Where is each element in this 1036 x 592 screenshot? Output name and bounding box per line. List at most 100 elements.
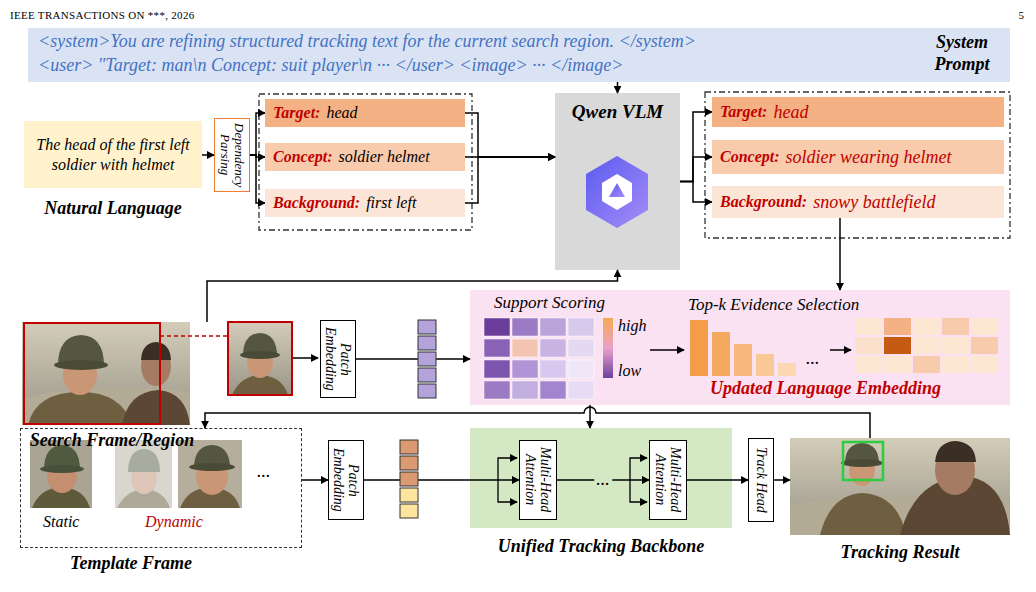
support-score-grid-part <box>568 360 594 378</box>
updated-embedding-map-part <box>884 337 911 354</box>
connector <box>207 270 618 322</box>
process-box: Multi-Head Attention <box>519 440 557 520</box>
node-text: The head of the first left soldier with … <box>31 135 195 173</box>
updated-embedding-map <box>855 318 998 373</box>
node-text: Patch Embedding <box>331 444 362 516</box>
text-slot: Dynamic <box>145 513 203 531</box>
input-box: The head of the first left soldier with … <box>24 121 202 188</box>
result-figure: Tracking Result <box>790 438 1010 566</box>
node-text: Target: <box>273 104 320 122</box>
process-box: Patch Embedding <box>320 320 356 398</box>
text-slot: Template Frame <box>41 553 221 574</box>
color-bar-part <box>603 318 613 378</box>
connector <box>680 182 712 203</box>
updated-embedding-map-part <box>942 318 969 335</box>
node-text: Target: <box>720 103 767 121</box>
connector <box>364 479 519 481</box>
support-score-grid-part <box>512 339 538 357</box>
search-photo-part <box>160 335 228 337</box>
support-score-grid-part <box>568 318 594 336</box>
connector <box>302 479 328 481</box>
text-slot: Top-k Evidence Selection <box>688 295 859 315</box>
template-tokens-part <box>400 488 418 502</box>
search-tokens-part <box>418 352 436 366</box>
updated-embedding-map-part <box>913 318 940 335</box>
support-score-grid-part <box>484 318 510 336</box>
text-slot: ... <box>806 348 820 369</box>
parsed-field: Target: head <box>265 99 465 127</box>
connector <box>250 155 265 203</box>
updated-embedding-map-part <box>971 356 998 373</box>
text-slot: System Prompt <box>920 32 1004 75</box>
refined-field: Concept:soldier wearing helmet <box>712 140 1004 174</box>
node-text: Static <box>43 513 79 531</box>
updated-embedding-map-part <box>942 356 969 373</box>
template-photos-part <box>30 440 92 508</box>
text-slot: ... <box>594 470 612 489</box>
text-slot: high <box>618 317 646 335</box>
connector <box>356 358 470 360</box>
updated-embedding-map-part <box>971 318 998 335</box>
node-fill <box>470 290 1010 405</box>
node-text: <system>You are refining structured trac… <box>38 31 696 52</box>
node-fill <box>555 93 680 270</box>
node-text: head <box>326 104 357 122</box>
qwen-logo-part <box>586 156 648 228</box>
search-photo-part <box>122 390 190 425</box>
evidence-bars-part <box>712 332 730 376</box>
template-photos-part-part <box>115 440 172 508</box>
support-score-grid-part <box>512 360 538 378</box>
node-text: soldier wearing helmet <box>786 147 952 168</box>
node-text: Qwen VLM <box>572 101 663 123</box>
color-bar <box>603 318 684 378</box>
selection-panel: Support ScoringhighlowTop-k Evidence Sel… <box>470 290 1010 405</box>
search-photo-part <box>22 387 190 425</box>
node-text: Concept: <box>273 148 333 166</box>
process-box: Multi-Head Attention <box>649 440 687 520</box>
text-slot: Static <box>43 513 79 531</box>
backbone-branches-part <box>498 480 517 502</box>
connector <box>617 82 619 93</box>
process-box: Dependency Parsing <box>214 118 250 192</box>
text-slot: Tracking Result <box>790 542 1010 563</box>
connector <box>774 479 790 481</box>
evidence-bars-part <box>830 349 851 351</box>
support-score-grid-part <box>568 381 594 399</box>
search-photo-part <box>22 322 190 425</box>
parsed-field: Concept:soldier helmet <box>265 143 465 171</box>
node-text: Multi-Head Attention <box>523 444 554 516</box>
text-slot: low <box>618 362 641 380</box>
process-box: Patch Embedding <box>328 440 364 520</box>
node-text: first left <box>366 194 416 212</box>
node-text: snowy battlefield <box>813 192 935 213</box>
evidence-bars <box>690 320 851 376</box>
heading-text: Natural Language <box>44 198 182 219</box>
text-slot: Updated Language Embedding <box>710 378 941 399</box>
node-text: Patch Embedding <box>323 324 354 394</box>
template-photos-part <box>115 440 172 508</box>
result-photo <box>790 438 1010 535</box>
text-slot: Qwen VLM <box>555 101 680 123</box>
text-slot: Natural Language <box>4 198 222 219</box>
support-score-grid-part <box>568 339 594 357</box>
text-slot: <system>You are refining structured trac… <box>38 31 696 52</box>
result-photo-part <box>841 459 883 467</box>
node-text: Updated Language Embedding <box>710 378 941 399</box>
support-score-grid-part <box>484 339 510 357</box>
header-label: 5 <box>1019 9 1025 21</box>
model-box: Qwen VLM <box>555 93 680 270</box>
result-photo-part <box>790 438 1010 535</box>
evidence-bars-part <box>756 354 774 376</box>
support-score-grid-part <box>512 318 538 336</box>
node-text: Track Head <box>753 442 768 518</box>
template-tokens-part <box>400 440 418 454</box>
search-crop <box>228 322 318 395</box>
updated-embedding-map-part <box>913 337 940 354</box>
header-label: IEEE TRANSACTIONS ON ***, 2026 <box>10 9 195 21</box>
qwen-logo-part <box>609 183 625 197</box>
parsed-field: Background:first left <box>265 189 465 217</box>
text-slot: Unified Tracking Backbone <box>460 536 742 557</box>
process-box: Track Head <box>748 438 774 522</box>
node-text: Search Frame/Region <box>30 430 195 451</box>
result-photo-part <box>820 493 906 535</box>
